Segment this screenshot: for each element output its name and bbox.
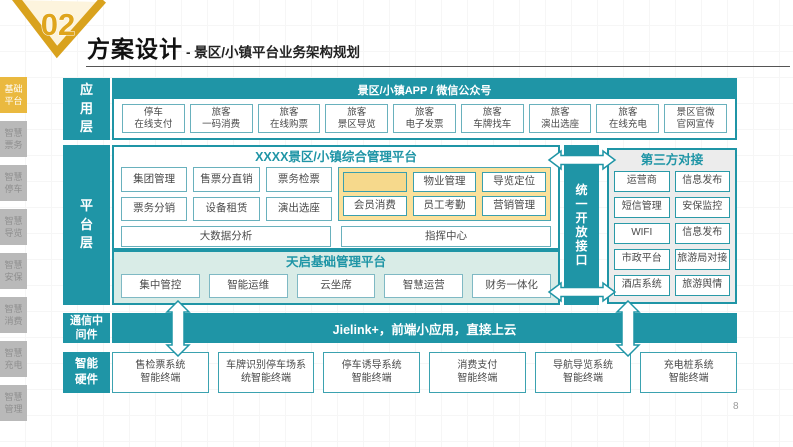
app-item: 停车 在线支付 — [122, 104, 185, 133]
hardware-item: 售检票系统 智能终端 — [112, 352, 209, 393]
base-platform-item: 智慧运营 — [384, 274, 464, 298]
section-number-badge: 02 — [12, 0, 106, 59]
base-platform-box: 天启基础管理平台 集中管控智能运维云坐席智慧运营财务一体化 — [112, 250, 560, 305]
app-item: 景区官微 官网宣传 — [664, 104, 728, 133]
title-row: 方案设计- 景区/小镇平台业务架构规划 — [87, 30, 360, 64]
up-down-arrow-icon — [165, 300, 191, 357]
app-item: 旅客 景区导览 — [325, 104, 389, 133]
platform-item: 集团管理 — [121, 167, 188, 192]
platform-item: 票务分销 — [121, 196, 188, 221]
third-party-item: 酒店系统 — [614, 275, 670, 296]
platform-item: 演出选座 — [265, 196, 333, 221]
third-party-item: 信息发布 — [674, 171, 730, 192]
hardware-items: 售检票系统 智能终端车牌识别停车场系 统智能终端停车诱导系统 智能终端消费支付 … — [112, 352, 738, 393]
middleware-band: Jielink+，前端小应用，直接上云 — [112, 313, 737, 343]
comprehensive-platform-box: XXXX景区/小镇综合管理平台 集团管理售票分直销票务检票 票务分销设备租赁演出… — [112, 145, 560, 250]
sidebar: 基础 平台智慧 票务智慧 停车智慧 导览智慧 安保智慧 消费智慧 充电智慧 管理 — [0, 77, 27, 421]
up-down-arrow-icon — [615, 300, 641, 357]
app-item: 旅客 在线充电 — [596, 104, 660, 133]
base-platform-item: 云坐席 — [296, 274, 376, 298]
highlight-item: 导览定位 — [482, 172, 546, 192]
platform-grid: 集团管理售票分直销票务检票 票务分销设备租赁演出选座 物业管理导览定位 会员消费… — [121, 167, 551, 221]
app-item: 旅客 一码消费 — [189, 104, 253, 133]
hardware-label: 智能 硬件 — [63, 352, 110, 393]
section-number: 02 — [41, 7, 75, 42]
highlight-row-2: 会员消费员工考勤营销管理 — [343, 196, 546, 216]
third-party-item: 安保监控 — [674, 197, 730, 218]
middleware-text: Jielink+，前端小应用，直接上云 — [332, 322, 517, 337]
platform-item: 售票分直销 — [193, 167, 260, 192]
unified-interface-label: 统 一 开 放 接 口 — [575, 182, 588, 268]
sidebar-item[interactable]: 智慧 票务 — [0, 121, 27, 157]
base-platform-item: 财务一体化 — [472, 274, 551, 298]
hardware-item: 车牌识别停车场系 统智能终端 — [217, 352, 315, 393]
hardware-item: 停车诱导系统 智能终端 — [323, 352, 421, 393]
third-party-item: 信息发布 — [674, 223, 730, 244]
page-title: 方案设计 — [87, 36, 183, 62]
unified-interface-bar: 统 一 开 放 接 口 — [564, 145, 599, 305]
page-number: 8 — [733, 401, 739, 412]
sidebar-item[interactable]: 智慧 导览 — [0, 209, 27, 245]
platform-layer-label: 平 台 层 — [63, 145, 110, 305]
comprehensive-platform-title: XXXX景区/小镇综合管理平台 — [255, 150, 417, 164]
platform-row-2: 票务分销设备租赁演出选座 — [121, 196, 333, 221]
sidebar-item[interactable]: 智慧 充电 — [0, 341, 27, 377]
platform-row-1: 集团管理售票分直销票务检票 — [121, 167, 333, 192]
left-right-arrow-icon — [547, 149, 617, 171]
title-divider — [86, 66, 790, 67]
highlight-row-1: 物业管理导览定位 — [343, 172, 546, 192]
platform-wide-row: 大数据分析指挥中心 — [121, 226, 551, 247]
third-party-item: 市政平台 — [614, 249, 670, 270]
highlight-item: 物业管理 — [412, 172, 477, 192]
highlight-item: 员工考勤 — [412, 196, 477, 216]
left-right-arrow-icon — [547, 281, 617, 303]
third-party-item: 旅游局对接 — [674, 249, 730, 270]
app-layer-box: 景区/小镇APP / 微信公众号 停车 在线支付旅客 一码消费旅客 在线购票旅客… — [112, 78, 737, 140]
base-platform-items: 集中管控智能运维云坐席智慧运营财务一体化 — [121, 274, 551, 298]
platform-item: 票务检票 — [265, 167, 333, 192]
platform-wide-item: 指挥中心 — [341, 226, 551, 247]
hardware-item: 充电桩系统 智能终端 — [640, 352, 738, 393]
app-layer-label: 应 用 层 — [63, 78, 110, 140]
middleware-label: 通信中 间件 — [63, 313, 110, 343]
app-item: 旅客 在线购票 — [257, 104, 321, 133]
app-layer-items: 停车 在线支付旅客 一码消费旅客 在线购票旅客 景区导览旅客 电子发票旅客 车牌… — [114, 99, 735, 138]
base-platform-item: 智能运维 — [208, 274, 288, 298]
sidebar-item[interactable]: 智慧 消费 — [0, 297, 27, 333]
app-item: 旅客 电子发票 — [393, 104, 456, 133]
sidebar-item[interactable]: 智慧 安保 — [0, 253, 27, 289]
third-party-item: 运营商 — [614, 171, 670, 192]
hardware-item: 导航导览系统 智能终端 — [534, 352, 632, 393]
third-party-item: WIFI — [614, 223, 670, 244]
platform-wide-item: 大数据分析 — [121, 226, 331, 247]
third-party-item: 短信管理 — [614, 197, 670, 218]
highlight-group: 物业管理导览定位 会员消费员工考勤营销管理 — [338, 167, 551, 221]
platform-item: 设备租赁 — [193, 196, 260, 221]
highlight-item — [343, 172, 407, 192]
hardware-item: 消费支付 智能终端 — [429, 352, 526, 393]
third-party-item: 旅游舆情 — [674, 275, 730, 296]
app-item: 旅客 演出选座 — [528, 104, 592, 133]
sidebar-item[interactable]: 基础 平台 — [0, 77, 27, 113]
app-platform-header: 景区/小镇APP / 微信公众号 — [114, 80, 735, 99]
sidebar-item[interactable]: 智慧 管理 — [0, 385, 27, 421]
base-platform-item: 集中管控 — [121, 274, 200, 298]
highlight-item: 营销管理 — [482, 196, 546, 216]
app-item: 旅客 车牌找车 — [460, 104, 524, 133]
base-platform-title: 天启基础管理平台 — [285, 255, 386, 269]
platform-left-group: 集团管理售票分直销票务检票 票务分销设备租赁演出选座 — [121, 167, 333, 221]
page-subtitle: - 景区/小镇平台业务架构规划 — [186, 45, 360, 60]
sidebar-item[interactable]: 智慧 停车 — [0, 165, 27, 201]
highlight-item: 会员消费 — [343, 196, 407, 216]
third-party-title: 第三方对接 — [640, 153, 704, 167]
